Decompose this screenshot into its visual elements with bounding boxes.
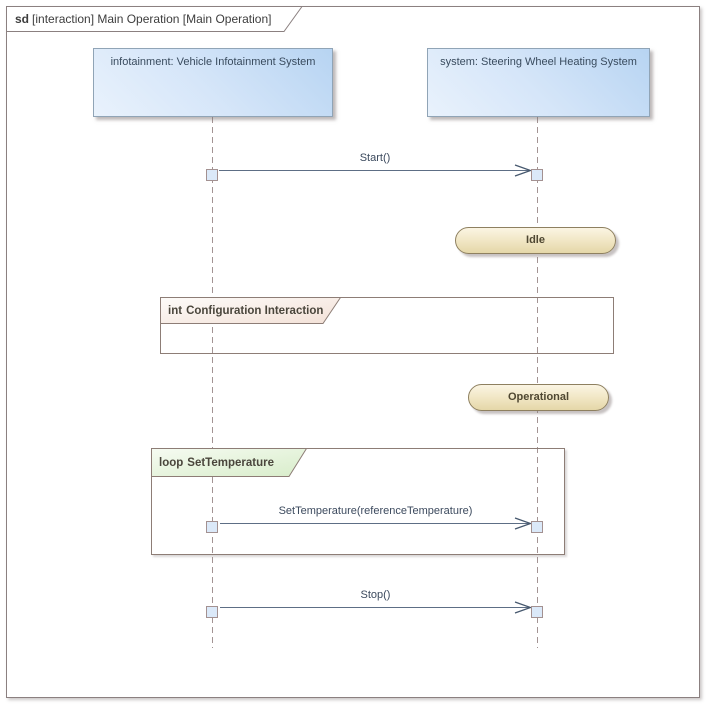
message-endpoint	[531, 606, 543, 618]
lifeline-head-system[interactable]: system: Steering Wheel Heating System	[427, 48, 650, 117]
frame-keyword: sd	[15, 12, 30, 26]
arrowhead-icon	[514, 164, 532, 177]
message-endpoint	[206, 606, 218, 618]
message-endpoint	[531, 169, 543, 181]
lifeline-infotainment[interactable]	[212, 117, 213, 648]
message-endpoint	[206, 169, 218, 181]
fragment-operator: int	[168, 304, 183, 317]
lifeline-head-infotainment[interactable]: infotainment: Vehicle Infotainment Syste…	[93, 48, 333, 117]
message-stop-line[interactable]	[220, 607, 531, 608]
fragment-name: Configuration Interaction	[186, 304, 324, 317]
state-operational-label: Operational	[507, 391, 570, 403]
lifeline-label-system: system: Steering Wheel Heating System	[440, 56, 637, 68]
fragment-name: SetTemperature	[187, 456, 274, 469]
message-start-line[interactable]	[219, 170, 531, 171]
fragment-configuration-interaction[interactable]	[160, 297, 614, 354]
frame-title: sd[interaction] Main Operation [Main Ope…	[15, 12, 271, 26]
arrowhead-icon	[514, 601, 532, 614]
fragment-operator: loop	[159, 456, 184, 469]
fragment-loop-settemperature[interactable]	[151, 448, 565, 555]
message-start-label[interactable]: Start()	[359, 152, 391, 164]
frame-title-tab[interactable]: sd[interaction] Main Operation [Main Ope…	[6, 6, 303, 32]
message-endpoint	[206, 521, 218, 533]
message-stop-label[interactable]: Stop()	[360, 589, 391, 601]
message-settemperature-line[interactable]	[220, 523, 531, 524]
lifeline-system[interactable]	[537, 117, 538, 648]
message-endpoint	[531, 521, 543, 533]
state-idle-label: Idle	[526, 234, 545, 246]
fragment-label-shape	[160, 297, 341, 324]
arrowhead-icon	[514, 517, 532, 530]
lifeline-label-infotainment: infotainment: Vehicle Infotainment Syste…	[110, 56, 316, 68]
frame-tab-shape	[6, 6, 303, 32]
fragment-label-shape	[151, 448, 307, 477]
message-settemperature-label[interactable]: SetTemperature(referenceTemperature)	[278, 505, 473, 517]
state-operational[interactable]: Operational	[468, 384, 609, 411]
state-idle[interactable]: Idle	[455, 227, 616, 254]
frame-title-text: [interaction] Main Operation [Main Opera…	[32, 12, 272, 26]
interaction-frame[interactable]	[6, 6, 700, 698]
